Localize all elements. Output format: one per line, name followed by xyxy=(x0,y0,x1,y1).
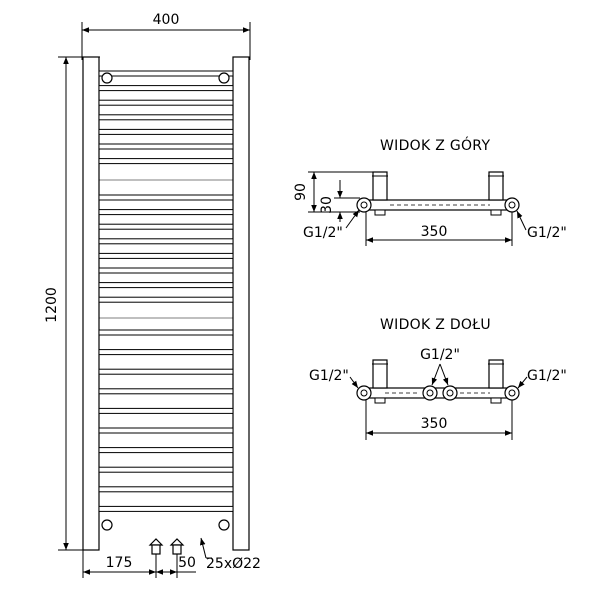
horizontal-bars xyxy=(98,70,234,512)
radiator-bar xyxy=(98,447,234,454)
left-rail xyxy=(82,56,100,551)
radiator-bar xyxy=(98,114,234,121)
bottom-left-g-label: G1/2" xyxy=(309,368,349,384)
radiator-bar xyxy=(98,238,234,245)
bottom-right-leader xyxy=(517,376,528,389)
bottom-center-g-label: G1/2" xyxy=(420,347,460,363)
top-left-leader xyxy=(345,209,360,229)
bottom-right-foot xyxy=(490,397,502,404)
bottom-view-title: WIDOK Z DOŁU xyxy=(380,317,491,333)
top-left-foot xyxy=(374,209,386,216)
radiator-bar xyxy=(98,407,234,414)
radiator-bar xyxy=(98,143,234,150)
radiator-bar xyxy=(98,99,234,106)
radiator-bar xyxy=(98,223,234,230)
radiator-bar xyxy=(98,505,234,512)
top-right-leader xyxy=(516,210,527,231)
pipe-label: 25xØ22 xyxy=(206,556,261,572)
top-left-fixing xyxy=(101,72,113,84)
dim-175-label: 175 xyxy=(106,555,133,571)
radiator-bar xyxy=(98,296,234,303)
bottom-right-bracket xyxy=(488,359,504,389)
bottom-left-bracket xyxy=(372,359,388,389)
bottom-valve-right xyxy=(169,538,185,578)
radiator-bar xyxy=(98,388,234,395)
front-view: 400 1200 175 xyxy=(44,12,261,578)
radiator-bar xyxy=(98,466,234,473)
right-rail xyxy=(232,56,250,551)
height-label: 1200 xyxy=(44,287,60,323)
bottom-left-fixing xyxy=(101,519,113,531)
width-label: 400 xyxy=(153,12,180,28)
radiator-bar xyxy=(98,209,234,216)
radiator-bar xyxy=(98,329,234,336)
radiator-bar xyxy=(98,85,234,92)
radiator-bar xyxy=(98,128,234,135)
radiator-bar xyxy=(98,368,234,375)
radiator-bar xyxy=(98,349,234,356)
top-view: WIDOK Z GÓRY 90 30 G1/2" G1/2" xyxy=(293,136,567,246)
dim-50-label: 50 xyxy=(178,555,196,571)
bottom-center-leader-left xyxy=(431,363,441,386)
top-span-label: 350 xyxy=(421,224,448,240)
radiator-bar xyxy=(98,158,234,165)
radiator-bar xyxy=(98,252,234,259)
radiator-bar xyxy=(98,267,234,274)
pipe-leader-line xyxy=(199,537,207,559)
bottom-left-leader xyxy=(349,376,359,389)
top-left-g-label: G1/2" xyxy=(303,225,343,241)
bottom-view: WIDOK Z DOŁU G1/2" G1/2" G1/2" xyxy=(309,317,567,440)
radiator-bar xyxy=(98,427,234,434)
top-right-g-label: G1/2" xyxy=(527,225,567,241)
top-view-title: WIDOK Z GÓRY xyxy=(380,136,490,154)
dim-90-label: 90 xyxy=(293,183,309,201)
bottom-left-foot xyxy=(374,397,386,404)
radiator-bar xyxy=(98,194,234,201)
bottom-right-fixing xyxy=(218,519,230,531)
dim-30-label: 30 xyxy=(319,196,335,214)
top-right-fixing xyxy=(218,72,230,84)
top-left-bracket xyxy=(372,171,388,201)
bottom-span-label: 350 xyxy=(421,416,448,432)
radiator-bar xyxy=(98,70,234,77)
top-right-foot xyxy=(490,209,502,216)
bottom-right-g-label: G1/2" xyxy=(527,368,567,384)
top-right-bracket xyxy=(488,171,504,201)
radiator-bar xyxy=(98,282,234,289)
radiator-bar xyxy=(98,486,234,493)
bottom-center-leader-right xyxy=(439,363,449,386)
